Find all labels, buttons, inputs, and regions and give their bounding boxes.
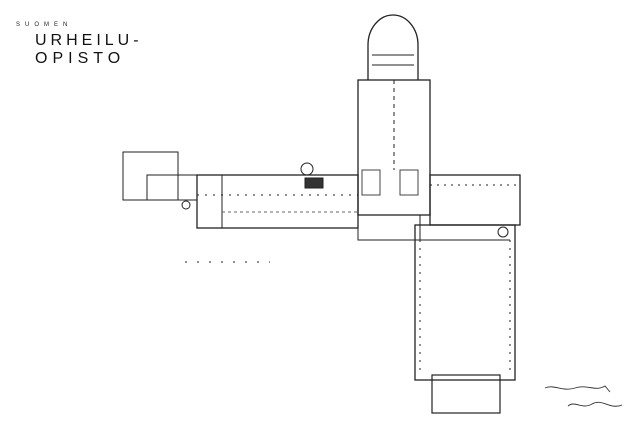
sports-hall (414, 224, 516, 414)
tower (357, 14, 431, 216)
title-prefix: SUOMEN (16, 22, 73, 28)
center-link (357, 214, 421, 241)
east-wing (429, 174, 521, 238)
title-line-2: OPISTO (35, 50, 126, 67)
title-line-1: URHEILU- (35, 32, 143, 49)
signature (544, 385, 623, 407)
annex-left (122, 151, 198, 201)
west-wing (181, 162, 359, 229)
